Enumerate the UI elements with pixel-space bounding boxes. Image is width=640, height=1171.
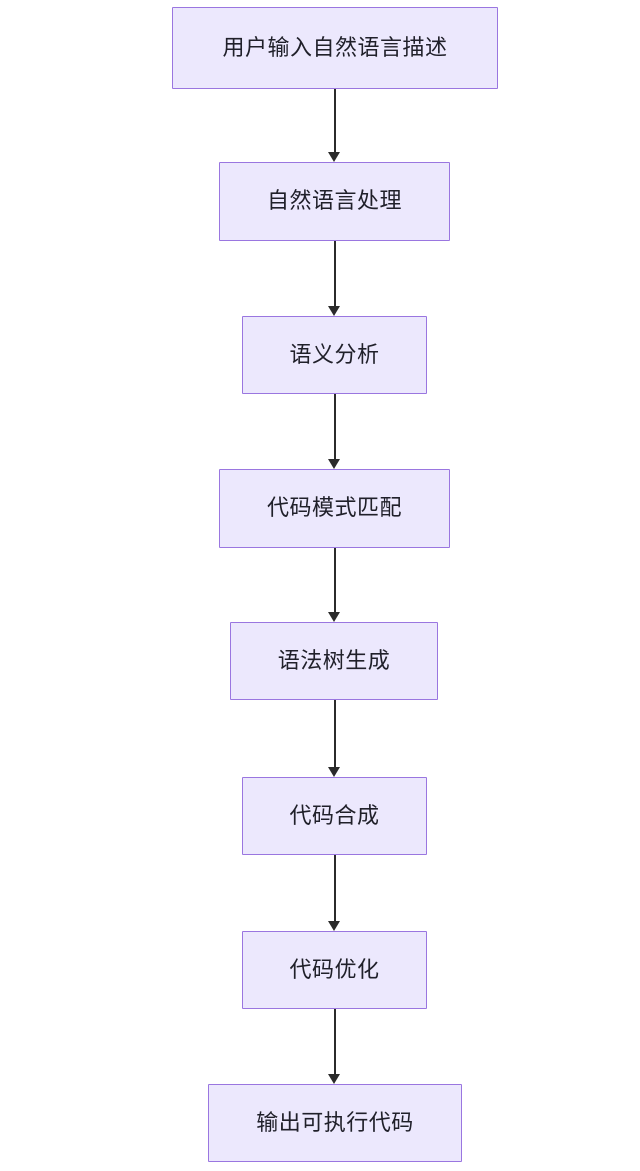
flow-node-n1[interactable]: 用户输入自然语言描述 [172,7,498,89]
flow-node-n7[interactable]: 代码优化 [242,931,427,1009]
arrowhead-icon [328,1074,341,1084]
flow-edge-1 [328,89,341,162]
flow-node-n5[interactable]: 语法树生成 [230,622,438,700]
arrowhead-icon [328,612,341,622]
edge-line-icon [334,700,336,768]
arrowhead-icon [328,767,341,777]
flow-node-n2[interactable]: 自然语言处理 [219,162,450,241]
flow-node-n8[interactable]: 输出可执行代码 [208,1084,462,1162]
arrowhead-icon [328,459,341,469]
flow-edge-3 [328,394,341,469]
flow-edge-6 [328,855,341,931]
flow-edge-5 [328,700,341,777]
flow-edge-2 [328,241,341,316]
arrowhead-icon [328,306,341,316]
arrowhead-icon [328,921,341,931]
flow-edge-4 [328,548,341,622]
flow-node-n4[interactable]: 代码模式匹配 [219,469,450,548]
edge-line-icon [334,89,336,153]
flow-node-n3[interactable]: 语义分析 [242,316,427,394]
flow-edge-7 [328,1009,341,1084]
edge-line-icon [334,394,336,460]
edge-line-icon [334,548,336,613]
edge-line-icon [334,1009,336,1075]
arrowhead-icon [328,152,341,162]
edge-line-icon [334,241,336,307]
flow-node-n6[interactable]: 代码合成 [242,777,427,855]
edge-line-icon [334,855,336,922]
